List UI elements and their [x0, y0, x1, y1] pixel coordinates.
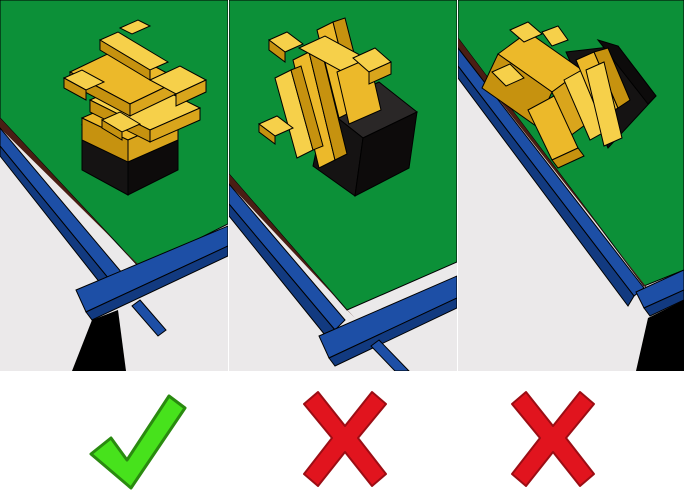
- scene-incorrect-tilted-illustration: [229, 0, 457, 371]
- scene-panel-incorrect-tilted: [229, 0, 457, 371]
- scene-panel-incorrect-edge: [458, 0, 684, 371]
- cross-icon: [498, 382, 608, 494]
- scene-correct-illustration: [0, 0, 228, 371]
- scene-panel-correct: [0, 0, 228, 371]
- check-icon: [83, 382, 193, 494]
- cross-icon: [290, 382, 400, 494]
- scene-incorrect-edge-illustration: [458, 0, 684, 371]
